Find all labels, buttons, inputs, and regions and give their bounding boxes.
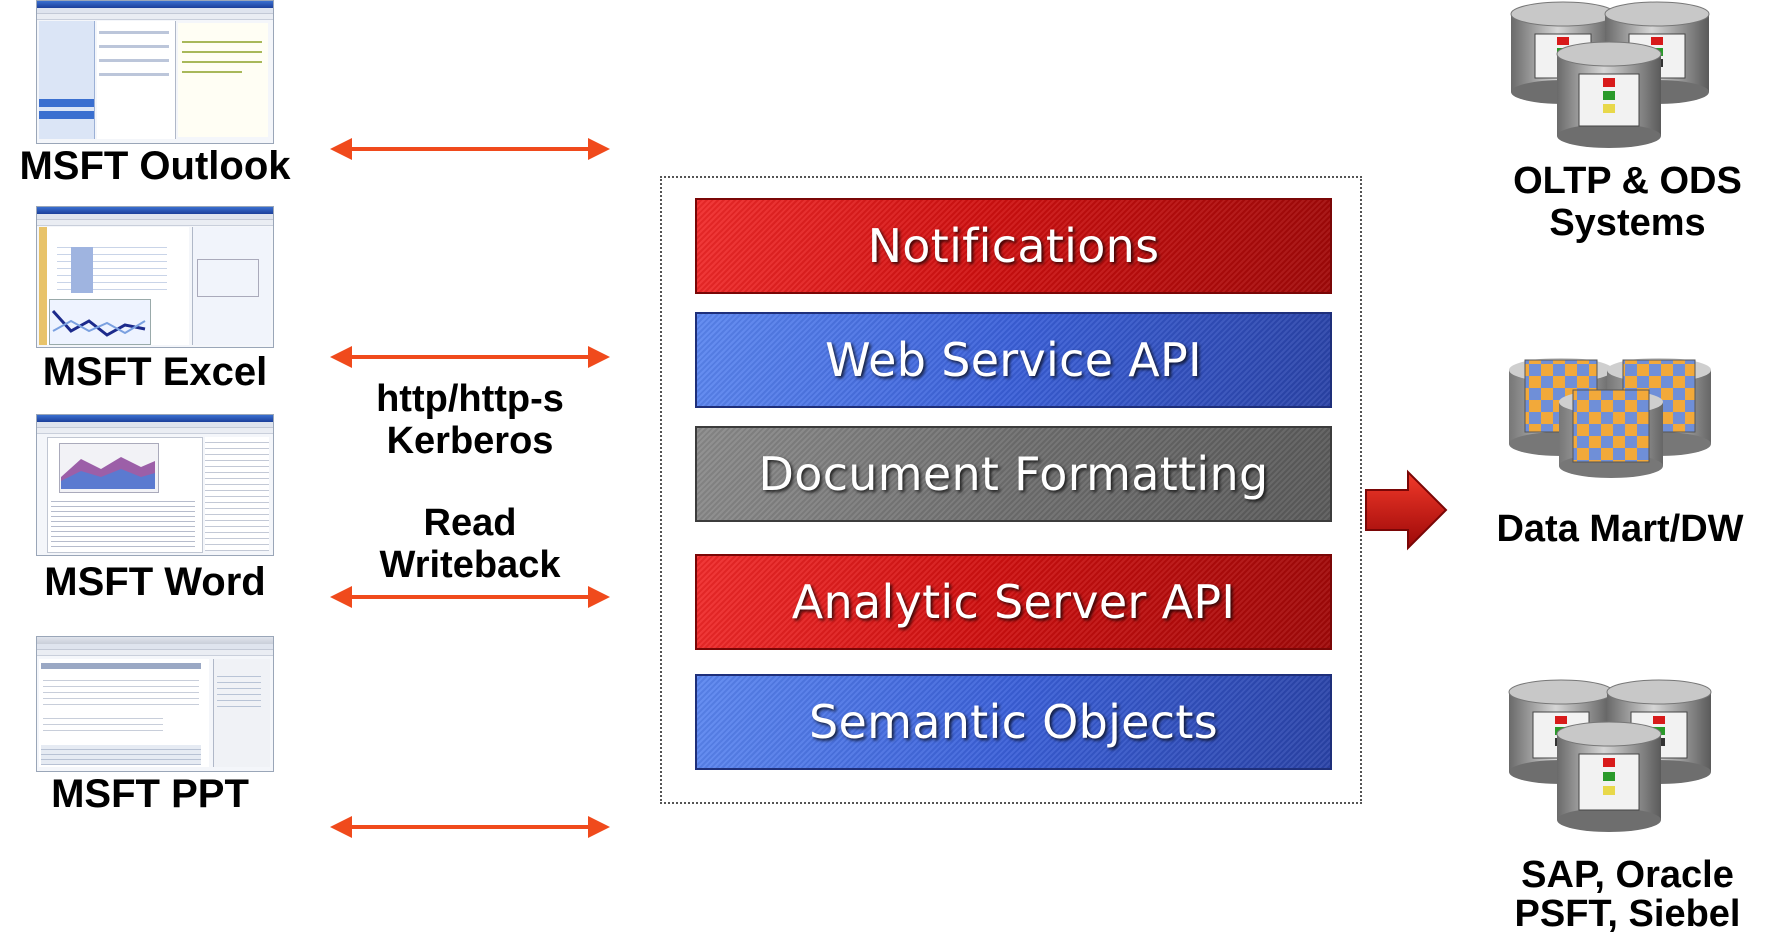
word-chart-graphic bbox=[61, 457, 155, 489]
protocol-label-writeback: Writeback bbox=[379, 544, 561, 586]
server-layer-stack: Notifications Web Service API Document F… bbox=[660, 176, 1362, 804]
ppt-screenshot-icon bbox=[36, 636, 274, 772]
protocol-label-kerberos: Kerberos bbox=[386, 420, 554, 462]
excel-chart-lines bbox=[51, 309, 146, 337]
outlook-screenshot-icon bbox=[36, 0, 274, 144]
layer-document-formatting: Document Formatting bbox=[695, 426, 1332, 522]
source-label-oltp-2: Systems bbox=[1549, 202, 1706, 244]
word-screenshot-icon bbox=[36, 414, 274, 556]
source-label-erp-2: PSFT, Siebel bbox=[1514, 893, 1741, 935]
protocol-label-read: Read bbox=[423, 502, 517, 544]
right-block-arrow bbox=[1365, 469, 1448, 551]
app-label-outlook: MSFT Outlook bbox=[19, 144, 291, 188]
double-arrow-excel bbox=[330, 346, 610, 368]
layer-analytic-server-api: Analytic Server API bbox=[695, 554, 1332, 650]
app-label-excel: MSFT Excel bbox=[42, 350, 268, 394]
excel-screenshot-icon bbox=[36, 206, 274, 348]
double-arrow-ppt bbox=[330, 816, 610, 838]
olap-cube-cylinders-icon bbox=[1509, 358, 1711, 478]
database-cylinders-icon bbox=[1510, 1, 1710, 148]
source-label-erp-1: SAP, Oracle bbox=[1521, 854, 1734, 896]
source-label-oltp-1: OLTP & ODS bbox=[1513, 160, 1742, 202]
app-label-ppt: MSFT PPT bbox=[51, 772, 249, 816]
layer-web-service-api: Web Service API bbox=[695, 312, 1332, 408]
app-label-word: MSFT Word bbox=[44, 560, 266, 604]
layer-semantic-objects: Semantic Objects bbox=[695, 674, 1332, 770]
source-label-datamart: Data Mart/DW bbox=[1496, 508, 1744, 550]
double-arrow-outlook bbox=[330, 138, 610, 160]
database-cylinders-icon-2 bbox=[1508, 679, 1712, 832]
protocol-label-http: http/http-s bbox=[376, 378, 564, 420]
layer-notifications: Notifications bbox=[695, 198, 1332, 294]
double-arrow-word bbox=[330, 586, 610, 608]
